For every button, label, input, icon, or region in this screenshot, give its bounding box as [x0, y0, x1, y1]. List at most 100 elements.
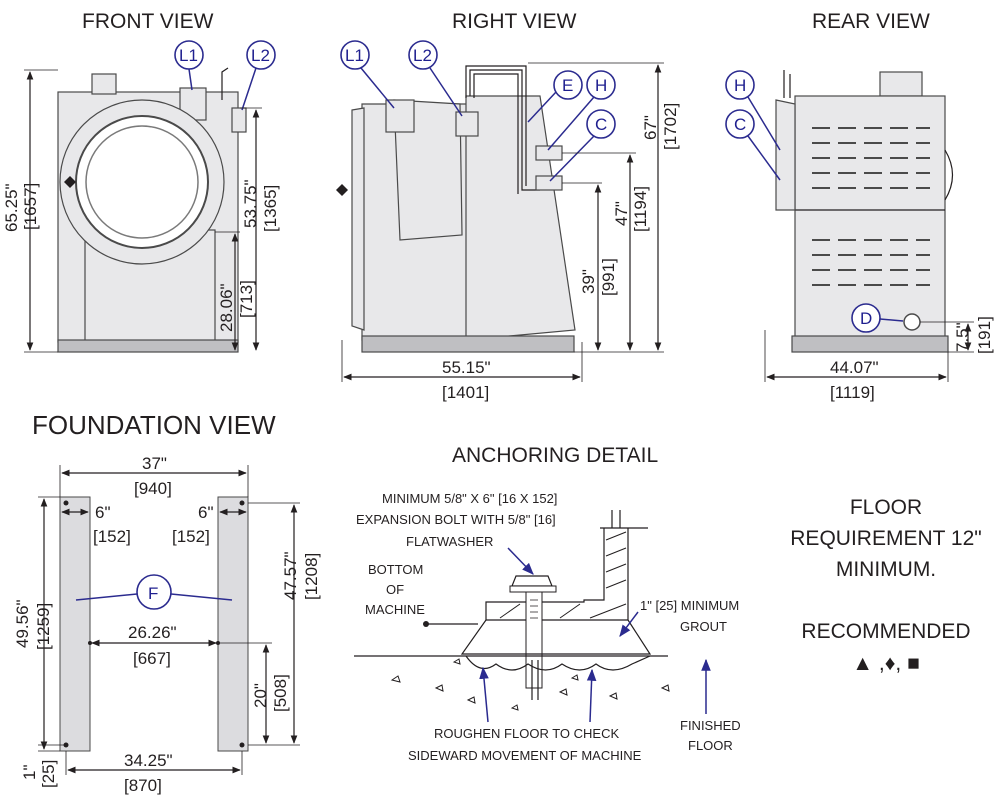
right-panel-l2 — [455, 111, 479, 137]
front-overall-height: 65.25" — [2, 183, 21, 232]
anchor-roughen-line1: ROUGHEN FLOOR TO CHECK — [434, 726, 619, 741]
right-handle — [336, 184, 348, 196]
hatch-line — [559, 603, 581, 619]
anchor-bolt-leader — [507, 547, 534, 575]
fnd-pad-right-mm: [152] — [172, 527, 210, 546]
front-pipe — [221, 67, 229, 100]
anchoring-title: ANCHORING DETAIL — [452, 444, 658, 467]
anchor-grout-leader — [619, 611, 639, 637]
fnd-pad-left: 6" — [95, 503, 111, 522]
foundation-bolt — [239, 742, 245, 748]
fnd-length: 49.56" — [13, 599, 32, 648]
callout-right-l2-circle — [408, 40, 438, 70]
note-floor-line3: MINIMUM. — [836, 558, 936, 581]
callout-rear-c-circle — [725, 109, 755, 139]
callout-rear-c-leader — [747, 135, 781, 181]
callout-rear-h-circle — [725, 70, 755, 100]
foundation-bolt — [63, 500, 69, 506]
fnd-bolt-length: 47.57" — [281, 551, 300, 600]
foundation-view: FOUNDATION VIEW F 37" [940] 6" [152] 6" … — [13, 410, 321, 795]
rear-vents-bottom — [812, 239, 930, 286]
anchoring-detail: ANCHORING DETAIL MINIMUM 5/8" X 6" [16 X… — [354, 444, 741, 763]
front-door-handle — [64, 176, 76, 188]
hatch-line — [589, 603, 627, 619]
anchor-bottom-line3: MACHINE — [365, 602, 425, 617]
anchor-bottom-line2: OF — [386, 582, 404, 597]
rear-view-title: REAR VIEW — [812, 10, 930, 33]
rear-width: 44.07" — [830, 358, 879, 377]
aggregate — [608, 692, 618, 700]
callout-d-label: D — [860, 309, 872, 328]
fnd-inner-width-mm: [667] — [133, 649, 171, 668]
callout-d-leader — [879, 318, 904, 322]
note-floor-line2: REQUIREMENT 12" — [790, 527, 981, 550]
callout-e-circle — [553, 70, 583, 100]
callout-l1-label: L1 — [179, 46, 198, 65]
aggregate — [434, 684, 444, 692]
anchor-bolt-line1: MINIMUM 5/8" X 6" [16 X 152] — [382, 491, 557, 506]
callout-right-h-circle — [586, 70, 616, 100]
fnd-bolt-width-mm: [870] — [124, 776, 162, 795]
callout-f-circle — [136, 574, 172, 610]
right-pipe-fill — [469, 69, 540, 191]
callout-right-l1-leader — [360, 67, 395, 109]
note-floor-line1: FLOOR — [850, 496, 922, 519]
right-height-3: 39" — [579, 269, 598, 294]
right-overall-height-mm: [1702] — [661, 103, 680, 150]
fnd-bolt-width: 34.25" — [124, 751, 173, 770]
callout-right-l2-label: L2 — [413, 46, 432, 65]
right-panel-l1 — [385, 99, 415, 133]
callout-right-l1-circle — [340, 40, 370, 70]
right-view: RIGHT VIEW L1 L2 E H C 67" [1702] — [336, 10, 680, 402]
foundation-bolt — [88, 641, 92, 645]
aggregate — [466, 696, 476, 704]
fnd-outer-width: 37" — [142, 454, 167, 473]
aggregate — [660, 684, 670, 692]
rear-vents-top — [812, 127, 930, 189]
fnd-edge-mm: [25] — [39, 760, 58, 788]
front-height-2: 53.75" — [241, 179, 260, 228]
anchor-roughen-leader-right — [586, 668, 597, 723]
anchor-roughen-leader-left — [479, 666, 489, 723]
callout-l2-label: L2 — [251, 46, 270, 65]
front-height-2-mm: [1365] — [261, 185, 280, 232]
callout-right-c-circle — [586, 109, 616, 139]
fnd-pad-right: 6" — [198, 503, 214, 522]
right-tub — [393, 99, 463, 241]
fnd-offset-mm: [508] — [271, 674, 290, 712]
anchor-bolt-thread — [530, 599, 538, 619]
right-base — [361, 335, 575, 353]
front-base — [57, 339, 239, 353]
foundation-view-title: FOUNDATION VIEW — [32, 410, 276, 440]
anchor-washer — [509, 585, 557, 593]
front-height-3: 28.06" — [217, 283, 236, 332]
right-height-2: 47" — [612, 201, 631, 226]
anchor-aggregate — [390, 658, 670, 711]
callout-right-l2-leader — [429, 67, 463, 117]
hatch-line — [605, 579, 627, 589]
rear-drain-outlet — [903, 313, 921, 331]
anchor-finished-line2: FLOOR — [688, 738, 733, 753]
callout-d-circle — [851, 303, 881, 333]
anchor-grout-line2: GROUT — [680, 619, 727, 634]
fnd-edge: 1" — [20, 765, 39, 781]
right-view-title: RIGHT VIEW — [452, 10, 577, 33]
callout-l2-leader — [241, 67, 257, 111]
rear-view: REAR VIEW H C D — [725, 10, 994, 402]
foundation-bolt — [239, 500, 245, 506]
front-control-box — [91, 73, 117, 95]
aggregate — [570, 674, 579, 681]
aggregate — [558, 688, 568, 696]
rear-drain-height: 7.5" — [953, 322, 972, 352]
right-cabinet — [465, 95, 576, 341]
front-door-glass — [85, 125, 199, 239]
hatch-line — [605, 547, 627, 557]
rear-width-mm: [1119] — [830, 383, 875, 402]
rear-pipe — [783, 70, 791, 98]
anchor-grout-line1: 1" [25] MINIMUM — [640, 598, 739, 613]
right-door — [351, 107, 365, 331]
fnd-bolt-length-mm: [1208] — [302, 553, 321, 600]
anchor-bottom-dot — [423, 621, 429, 627]
rear-drain-height-mm: [191] — [975, 316, 994, 354]
